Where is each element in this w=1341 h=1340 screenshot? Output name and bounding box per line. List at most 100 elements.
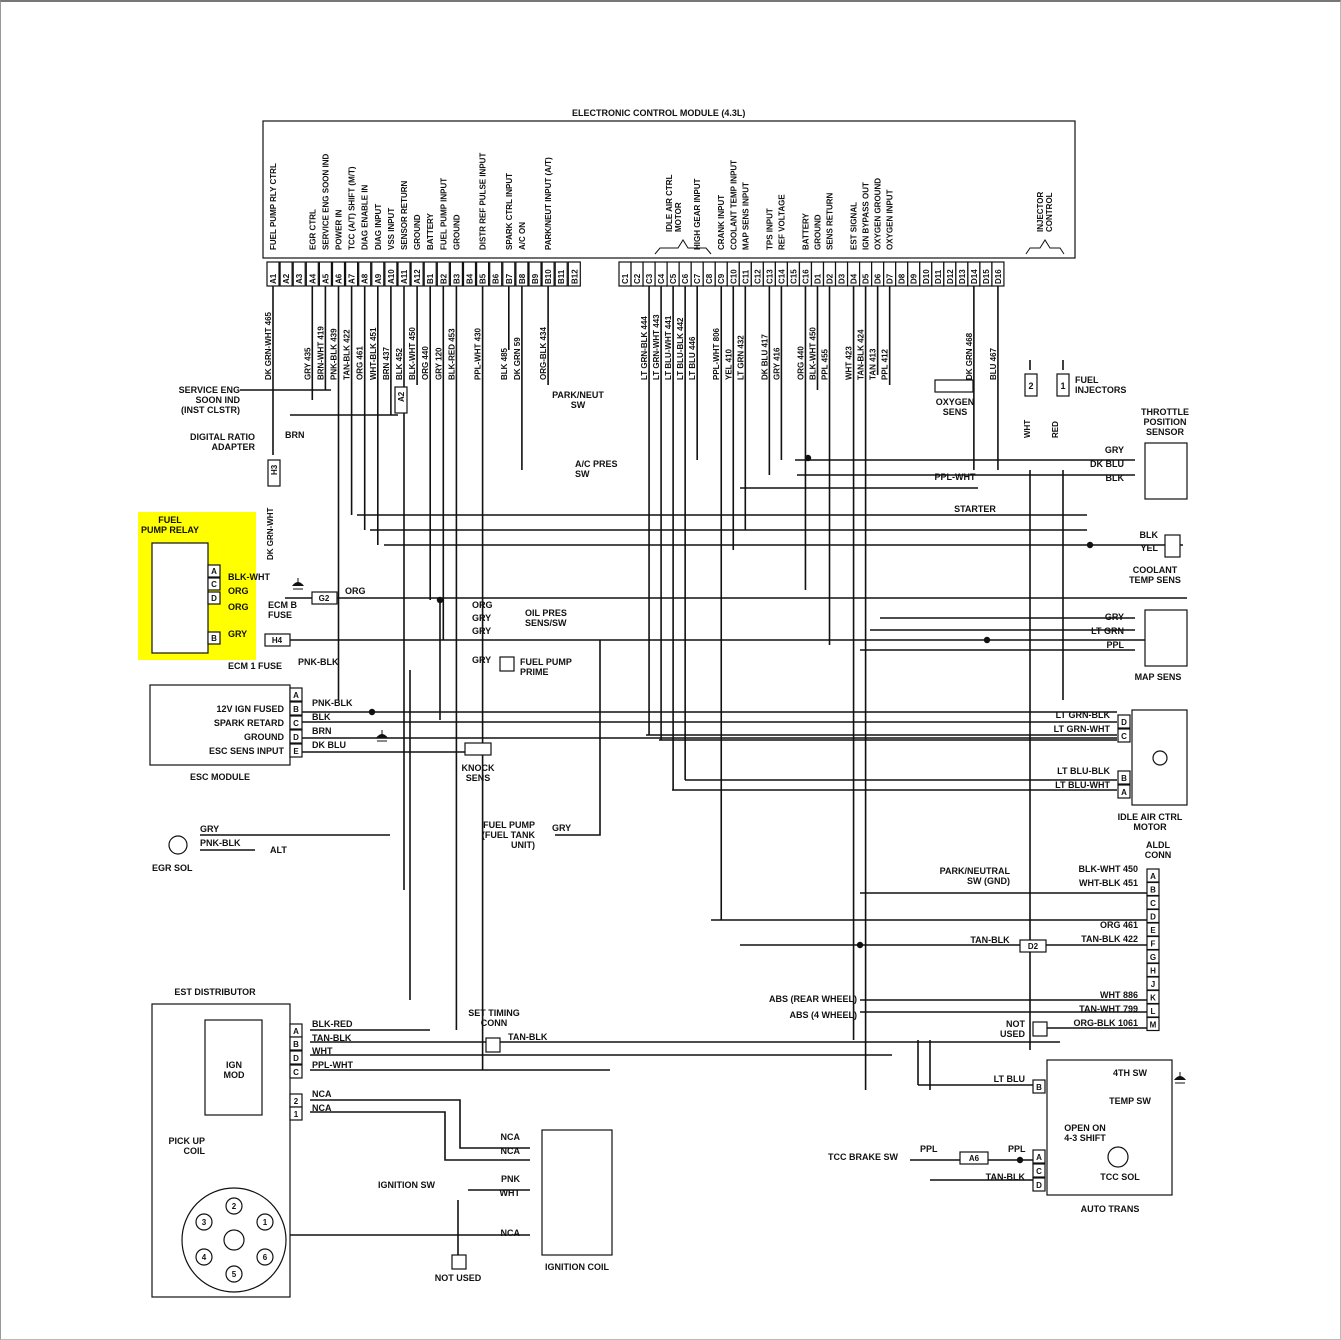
wire-label: RED [1051,421,1060,438]
ecm-wire-label: GRY 416 [772,347,781,380]
relay-pin-label: D [211,594,217,603]
ecm-wire-label: PPL-WHT 806 [712,327,721,380]
fuel-pump-relay-label: PUMP RELAY [141,525,199,535]
alt-label: ALT [270,845,287,855]
open-on-4-3-shift-label: 4-3 SHIFT [1064,1133,1106,1143]
not-used-label: NOT USED [435,1273,482,1283]
ecm-pin-label: A10 [387,269,396,284]
esc-pin-label: A [293,691,299,700]
pick-up-coil-label: PICK UP [168,1136,205,1146]
injector-2-connector [1024,373,1038,397]
aldl-wire-label: WHT-BLK 451 [1079,878,1138,888]
junction-dot [368,708,376,716]
ign-mod-box [204,1019,263,1116]
relay-pin-A [207,564,221,578]
map-sens-label: MAP SENS [1135,672,1182,682]
ignition-sw-label: IGNITION SW [378,1180,436,1190]
trans-pin-label: B [1036,1083,1042,1092]
ign-coil-wire-label: NCA [501,1132,521,1142]
ecm-function-label: SPARK CTRL INPUT [505,173,514,250]
wire-label: GRY [472,655,491,665]
esc-pin-B [289,701,303,716]
dist-pin-C [289,1064,303,1079]
fuel-pump-relay-box [151,542,209,654]
esc-wire-label: DK BLU [312,740,346,750]
dist-pin-label: 2 [294,1097,299,1106]
ignition-coil-label: IGNITION COIL [545,1262,610,1272]
relay-pin-label: C [211,580,217,589]
iac-wire-label: LT GRN-WHT [1054,724,1111,734]
dist-wire-label: PPL-WHT [312,1060,353,1070]
wire-label: ORG [345,586,366,596]
service-eng-soon-ind-label: SERVICE ENG [179,385,240,395]
ground-icon [1174,1076,1186,1080]
wire-label: PPL [920,1144,938,1154]
ecm-function-label: GROUND [813,214,822,250]
d2-connector [1019,939,1047,953]
ecm-function-label: TPS INPUT [765,208,774,250]
relay-wire-label: GRY [228,629,247,639]
iac-pin-label: A [1121,788,1127,797]
ecm-wire-label: BLK-RED 453 [447,328,456,380]
ecm-wire-label: ORG 440 [421,346,430,380]
coolant-temp-sens-label: TEMP SENS [1129,575,1181,585]
cylinder-4 [195,1248,213,1266]
starter-label: STARTER [954,504,996,514]
open-on-4-3-shift-label: OPEN ON [1064,1123,1106,1133]
fuel-pump-tank-label: UNIT) [511,840,535,850]
ecm-pin-label: D11 [934,269,943,284]
fuel-pump-prime-label: FUEL PUMP [520,657,572,667]
oil-wire-label: ORG [472,600,493,610]
ecm-wire-label: PNK-BLK 439 [330,328,339,380]
harness-wire [310,1111,530,1161]
ecm-wire-label: LT BLU-WHT 441 [664,315,673,380]
ign-coil-wire-label: WHT [500,1188,521,1198]
ecm-pin-label: A4 [308,273,317,284]
ecm-function-label: VSS INPUT [387,208,396,250]
fuel-pump-prime-label: PRIME [520,667,549,677]
cylinder-label: 5 [232,1270,237,1279]
ecm-pin-label: A7 [348,273,357,284]
service-eng-soon-ind-label: (INST CLSTR) [181,405,240,415]
ign-coil-wire-label: NCA [501,1146,521,1156]
relay-wire-label: ORG [228,602,249,612]
ecm-function-label: IGN BYPASS OUT [862,182,871,250]
esc-pin-label: D [293,733,299,742]
esc-module-label: ESC MODULE [190,772,250,782]
ecm-b-fuse-label: ECM B [268,600,298,610]
abs-4-label: ABS (4 WHEEL) [790,1010,858,1020]
ground-icon [376,730,388,742]
ecm-pin-B4 [462,261,477,287]
egr-wire-label: PNK-BLK [200,838,241,848]
ecm-function-label: COOLANT TEMP INPUT [729,160,738,250]
oxygen-sens-label: SENS [943,407,968,417]
harness-wire [310,1099,530,1149]
junction-dot [1086,541,1094,549]
wire-label: PPL-WHT [935,472,976,482]
iac-wire-label: LT BLU-WHT [1055,780,1110,790]
ecm-pin-label: B2 [439,273,448,284]
ecm-function-label: SENSOR RETURN [400,180,409,250]
ecm-pin-label: C15 [789,269,798,284]
dist-pin-D [289,1050,303,1065]
ecm-wire-label: TAN 413 [869,348,878,380]
tcc-sol-label: TCC SOL [1100,1172,1140,1182]
ign-coil-wire-label: NCA [501,1228,521,1238]
ecm-wire-label: PPL 412 [881,348,890,380]
wire-label: LT BLU [994,1074,1025,1084]
coolant-temp-sens-label: COOLANT [1133,565,1178,575]
ecm-pin-label: D2 [826,273,835,284]
ecm-pin-label: D4 [850,273,859,284]
aldl-wire-label: TAN-BLK 422 [1081,934,1138,944]
ecm-wire-label: BLK 485 [500,347,509,380]
iac-motor-icon [1152,750,1168,766]
ecm-wire-label: DK GRN 59 [513,337,522,380]
cylinder-1 [256,1213,274,1231]
ecm-pin-label: B5 [479,273,488,284]
esc-pin-A [289,687,303,702]
iac-pin-label: B [1121,774,1127,783]
tcc-sol-icon [1107,1146,1129,1168]
ecm-pin-label: D5 [862,273,871,284]
ecm-pin-label: C14 [777,269,786,284]
park-neut-sw-label: PARK/NEUT [552,390,604,400]
